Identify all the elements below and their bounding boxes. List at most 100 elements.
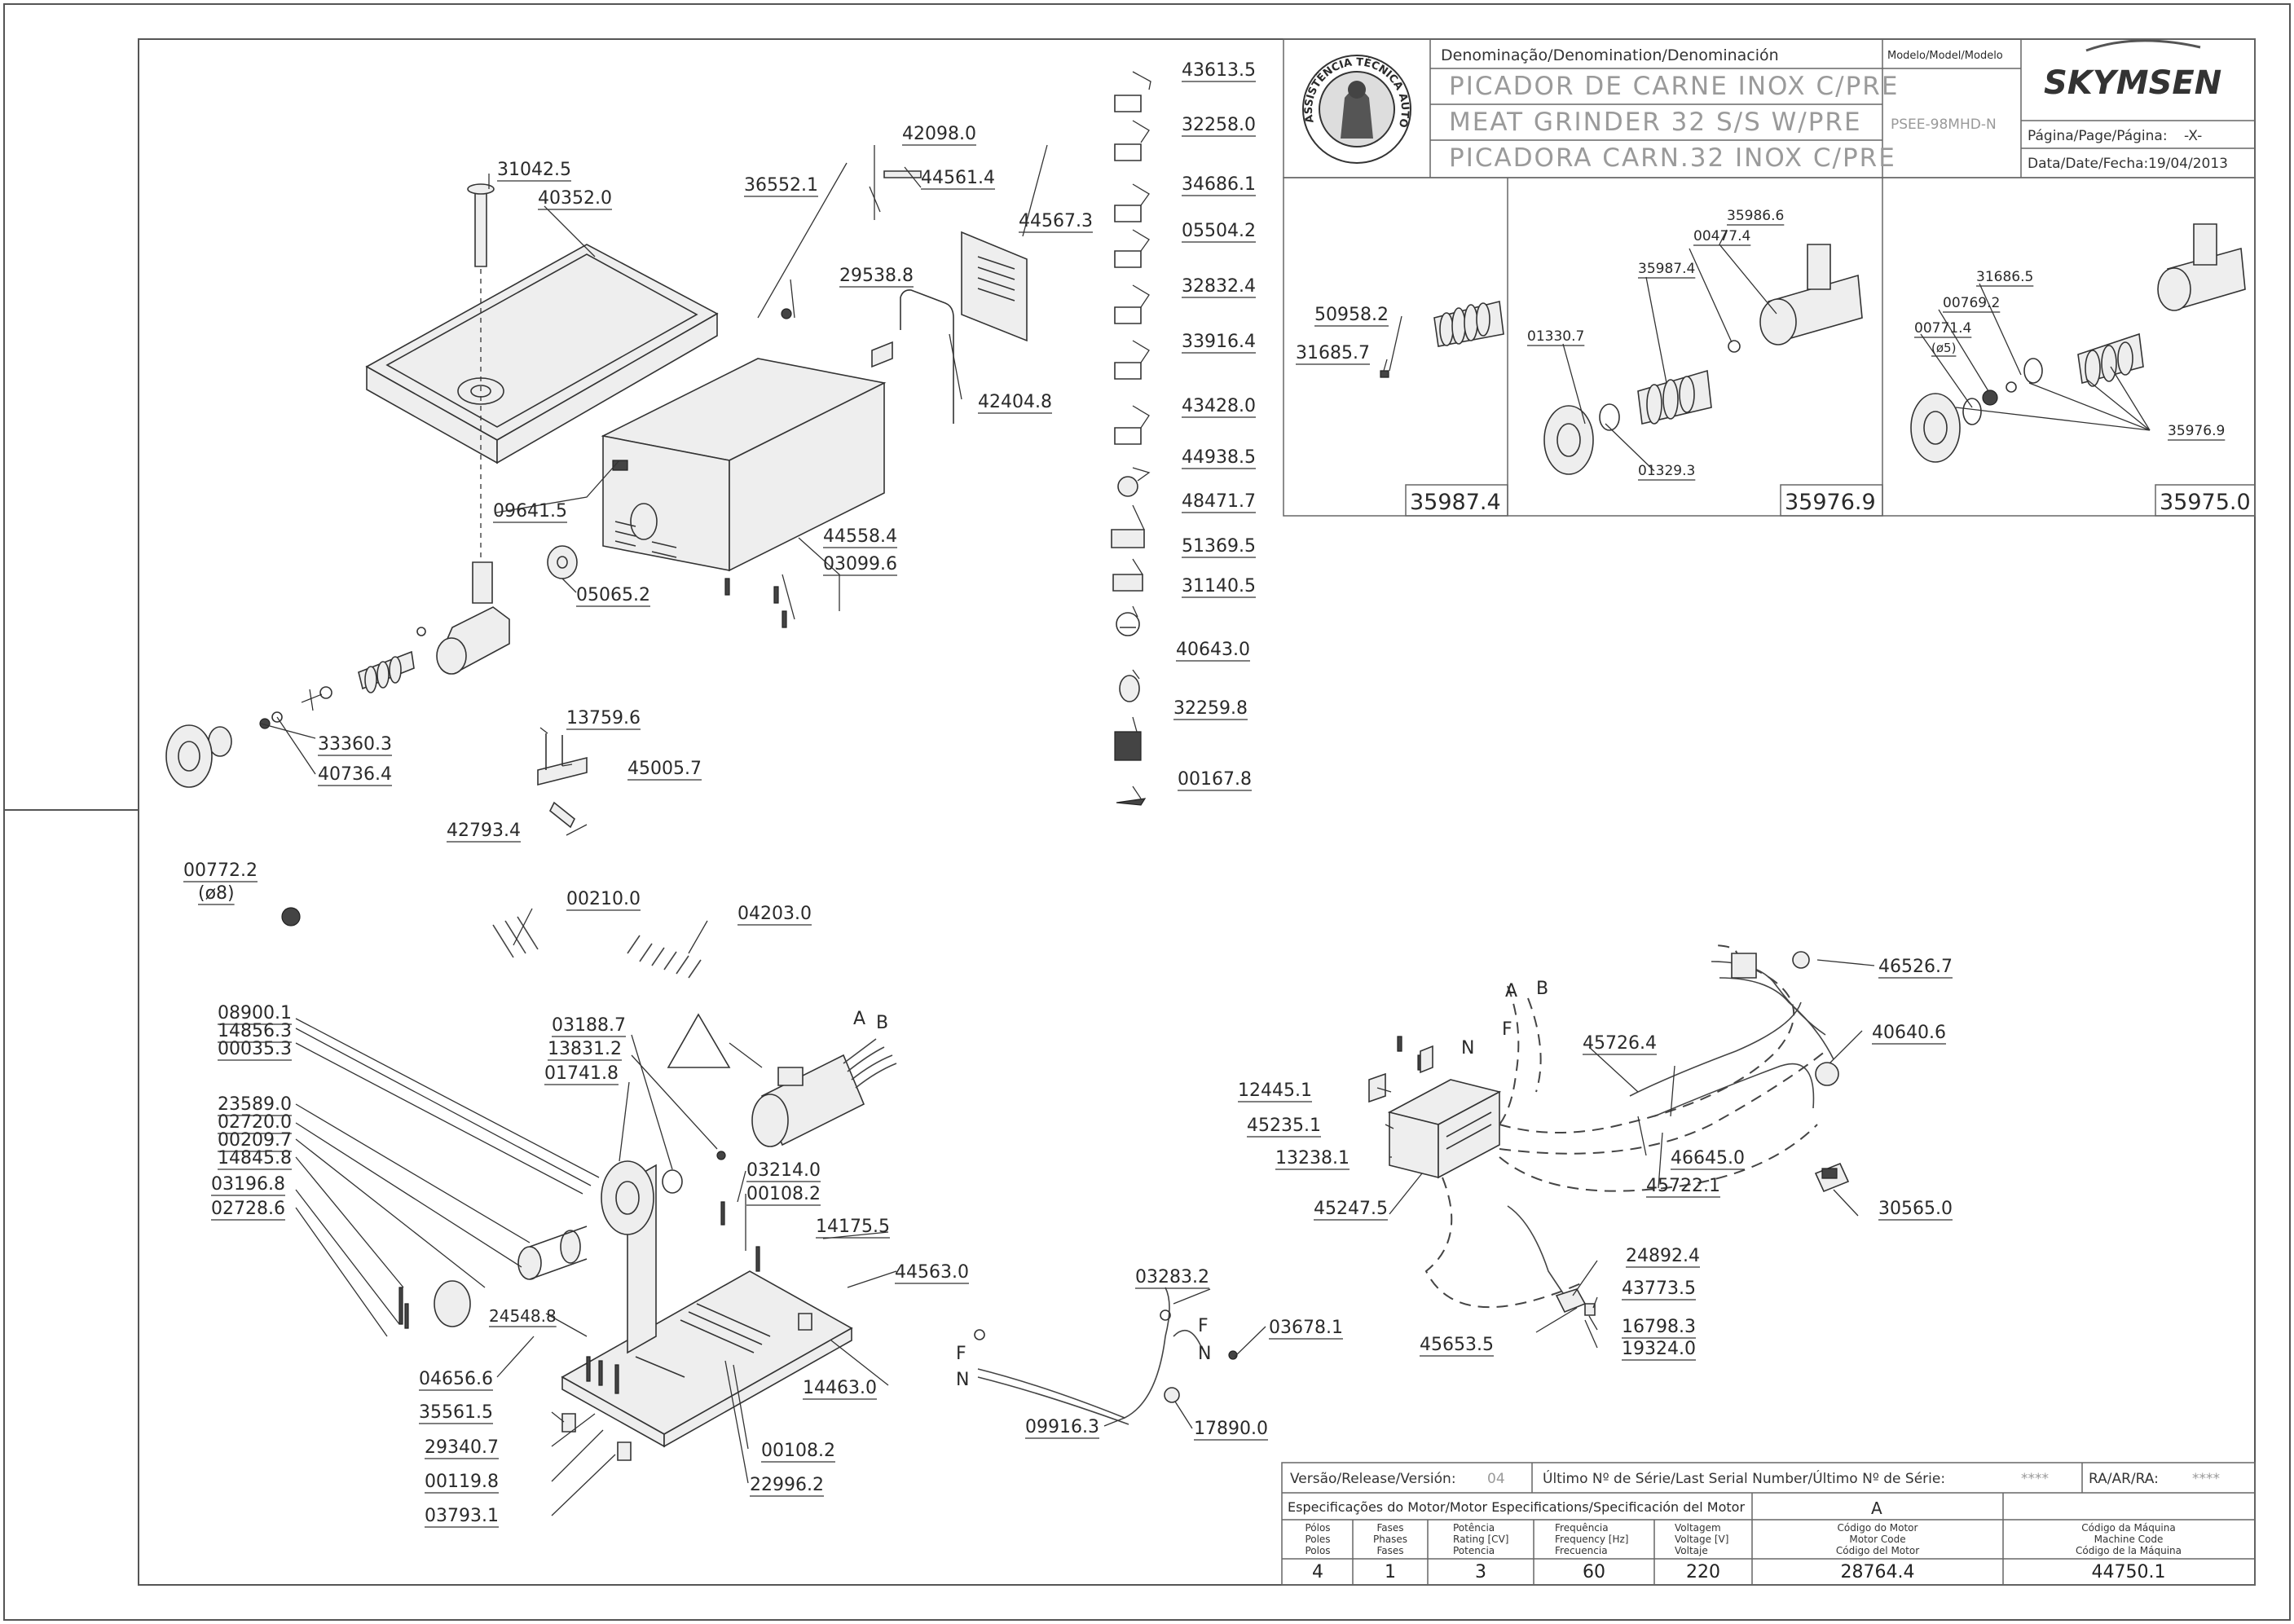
part-label: 31042.5 xyxy=(497,160,571,180)
variant-3-drawing xyxy=(1911,224,2245,462)
part-label: 44558.4 xyxy=(823,526,897,547)
table-headers: Pólos Poles Polos Fases Phases Fases Pot… xyxy=(1305,1522,2182,1556)
part-label: 29340.7 xyxy=(425,1437,499,1458)
part-label: 00210.0 xyxy=(566,889,641,909)
part-label: 00108.2 xyxy=(746,1184,821,1204)
part-label: 19324.0 xyxy=(1622,1339,1696,1359)
part-label: 45005.7 xyxy=(627,759,702,779)
part-label: 01741.8 xyxy=(544,1063,619,1084)
date-label: Data/Date/Fecha: xyxy=(2028,156,2148,172)
elec-letter-a: A xyxy=(1505,981,1517,1001)
svg-text:Voltaje: Voltaje xyxy=(1675,1545,1708,1556)
brand-logo: SKYMSEN xyxy=(2044,41,2221,102)
part-label: 22996.2 xyxy=(750,1475,824,1495)
part-label: 42404.8 xyxy=(978,392,1052,412)
part-label: 45247.5 xyxy=(1314,1199,1388,1219)
svg-text:Frecuencia: Frecuencia xyxy=(1555,1545,1608,1556)
part-label: 01330.7 xyxy=(1527,328,1584,345)
part-label: 31685.7 xyxy=(1296,343,1370,363)
part-label: 42098.0 xyxy=(902,124,976,144)
svg-text:Phases: Phases xyxy=(1373,1534,1407,1545)
svg-text:Fases: Fases xyxy=(1376,1545,1403,1556)
part-label: 12445.1 xyxy=(1238,1080,1312,1101)
title-block: ASSISTÊNCIA TÉCNICA AUTORIZADA Denominaç… xyxy=(0,0,2255,178)
part-label: 23589.0 xyxy=(218,1094,292,1115)
part-label: 00772.2 xyxy=(183,860,258,881)
elec-letter-b: B xyxy=(1536,979,1548,999)
part-label: 03188.7 xyxy=(552,1015,626,1036)
part-labels: 31042.5 40352.0 36552.1 42098.0 44561.4 … xyxy=(183,60,2226,1527)
main-assembly-drawing xyxy=(166,171,1027,978)
svg-text:Código da Máquina: Código da Máquina xyxy=(2081,1522,2175,1534)
brand-name: SKYMSEN xyxy=(2044,64,2221,102)
part-label: 08900.1 xyxy=(218,1003,292,1023)
part-label: 48471.7 xyxy=(1182,491,1256,512)
part-label: 04203.0 xyxy=(738,904,812,924)
name-en: MEAT GRINDER 32 S/S W/PRE xyxy=(1449,108,1862,137)
part-label: 51369.5 xyxy=(1182,536,1256,557)
part-label: 46645.0 xyxy=(1671,1148,1745,1168)
leader-lines xyxy=(261,72,2150,1516)
part-label: 03678.1 xyxy=(1269,1318,1343,1338)
part-label: 36552.1 xyxy=(744,175,818,196)
cable-letter: N xyxy=(956,1370,969,1390)
part-label: (ø8) xyxy=(198,883,235,904)
part-label: 00769.2 xyxy=(1943,295,2000,311)
part-label: 24548.8 xyxy=(489,1306,557,1326)
part-label: (ø5) xyxy=(1931,341,1956,355)
rating-value: 3 xyxy=(1475,1562,1486,1582)
part-label: 09916.3 xyxy=(1025,1417,1099,1437)
phases-value: 1 xyxy=(1385,1562,1396,1582)
model-value: PSEE-98MHD-N xyxy=(1891,117,1997,133)
date-value: 19/04/2013 xyxy=(2148,156,2228,172)
part-label: 35986.6 xyxy=(1727,208,1784,224)
part-label: 01329.3 xyxy=(1638,463,1695,479)
part-label: 45722.1 xyxy=(1646,1176,1720,1196)
part-label: 14463.0 xyxy=(803,1378,877,1398)
cable-letter: F xyxy=(956,1344,966,1364)
page-value: -X- xyxy=(2184,128,2202,144)
variant-panels: 35987.4 35976.9 35975.0 xyxy=(1283,178,2255,516)
voltage-value: 220 xyxy=(1686,1562,1720,1582)
specification-table: Versão/Release/Versión: 04 Último Nº de … xyxy=(1282,1463,2255,1585)
serial-value: **** xyxy=(2021,1471,2049,1487)
part-label: 40736.4 xyxy=(318,764,392,785)
part-label: 40640.6 xyxy=(1872,1023,1946,1043)
svg-text:Voltagem: Voltagem xyxy=(1675,1522,1721,1534)
svg-text:Código del Motor: Código del Motor xyxy=(1836,1545,1919,1556)
part-label: 44938.5 xyxy=(1182,447,1256,468)
part-label: 04656.6 xyxy=(419,1369,493,1389)
part-label: 32259.8 xyxy=(1173,698,1248,719)
name-pt: PICADOR DE CARNE INOX C/PRE xyxy=(1449,72,1899,101)
part-label: 29538.8 xyxy=(839,266,914,286)
ra-label: RA/AR/RA: xyxy=(2089,1471,2159,1487)
part-label: 00167.8 xyxy=(1178,769,1252,790)
part-label: 43428.0 xyxy=(1182,396,1256,416)
part-label: 31140.5 xyxy=(1182,576,1256,596)
table-values: 4 1 3 60 220 28764.4 44750.1 xyxy=(1312,1562,2165,1582)
part-label: 32258.0 xyxy=(1182,115,1256,135)
cable-assembly-drawing xyxy=(975,1287,1237,1424)
part-label: 35987.4 xyxy=(1638,261,1695,277)
part-label: 42793.4 xyxy=(447,821,521,841)
part-label: 05504.2 xyxy=(1182,221,1256,241)
svg-text:Frequência: Frequência xyxy=(1555,1522,1609,1534)
svg-text:Código de la Máquina: Código de la Máquina xyxy=(2076,1545,2182,1556)
name-es: PICADORA CARN.32 INOX C/PRE xyxy=(1449,143,1896,173)
part-label: 00119.8 xyxy=(425,1472,499,1492)
svg-text:Potência: Potência xyxy=(1453,1522,1495,1534)
motor-spec-label: Especificações do Motor/Motor Especifica… xyxy=(1288,1499,1745,1515)
ra-value: **** xyxy=(2192,1471,2220,1487)
serial-label: Último Nº de Série/Last Serial Number/Úl… xyxy=(1543,1469,1945,1487)
elec-letter-n: N xyxy=(1461,1038,1474,1058)
svg-text:Motor Code: Motor Code xyxy=(1849,1534,1905,1545)
svg-text:Voltage [V]: Voltage [V] xyxy=(1675,1534,1728,1545)
part-label: 45726.4 xyxy=(1583,1033,1657,1054)
part-label: 14175.5 xyxy=(816,1217,890,1237)
outer-border xyxy=(4,4,2290,1620)
motor-letter-a: A xyxy=(853,1009,865,1029)
variant-1-drawing xyxy=(1380,301,1504,377)
svg-text:Poles: Poles xyxy=(1305,1534,1330,1545)
part-label: 30565.0 xyxy=(1878,1199,1953,1219)
